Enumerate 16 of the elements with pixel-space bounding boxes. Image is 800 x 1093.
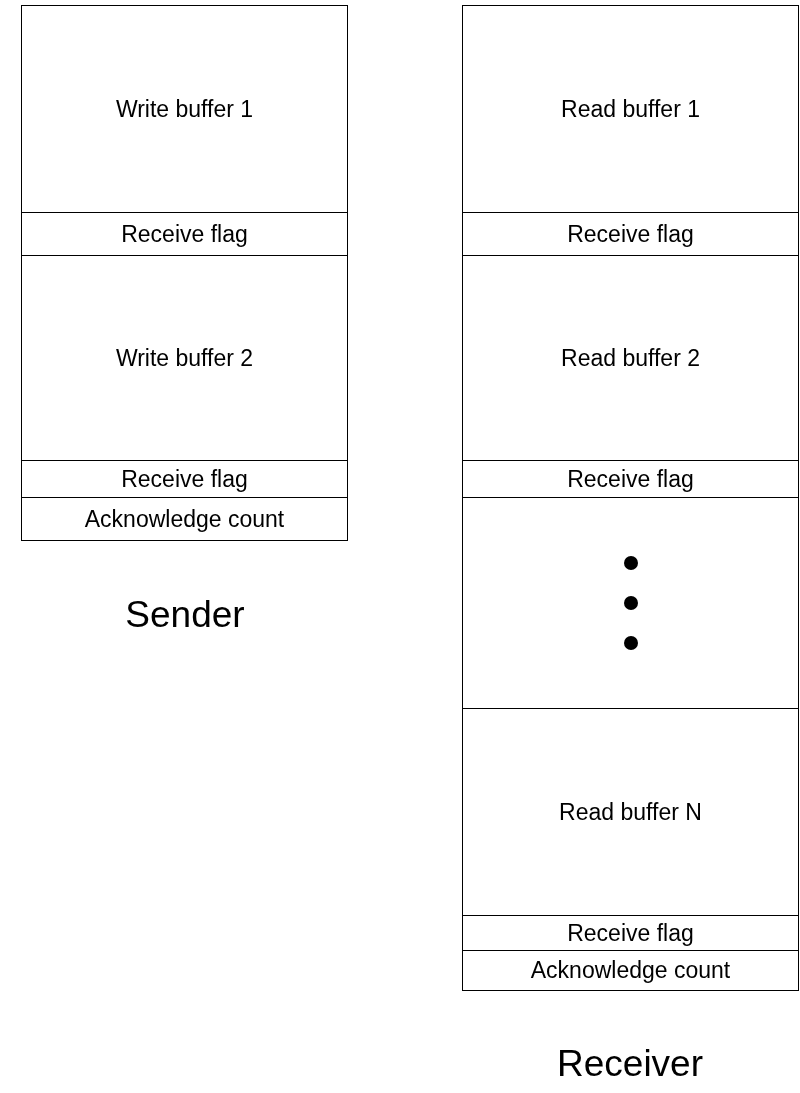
memory-block: [21, 5, 348, 541]
block-heading: Receiver: [557, 1045, 703, 1082]
region-label: Read buffer 1: [561, 97, 700, 121]
region-label: Receive flag: [121, 467, 248, 491]
region-label: Read buffer 2: [561, 346, 700, 370]
region-label: Receive flag: [567, 921, 694, 945]
memory-block: [462, 5, 799, 991]
region-label: Read buffer N: [559, 800, 702, 824]
region-label: Write buffer 2: [115, 346, 254, 370]
block-heading: Sender: [125, 596, 245, 633]
region-label: Receive flag: [567, 222, 694, 246]
region-label: Acknowledge count: [530, 959, 731, 982]
region-label: Acknowledge count: [84, 507, 285, 531]
region-label: Write buffer 1: [115, 97, 254, 121]
region-label: Receive flag: [567, 467, 694, 491]
region-label: Receive flag: [121, 222, 248, 246]
